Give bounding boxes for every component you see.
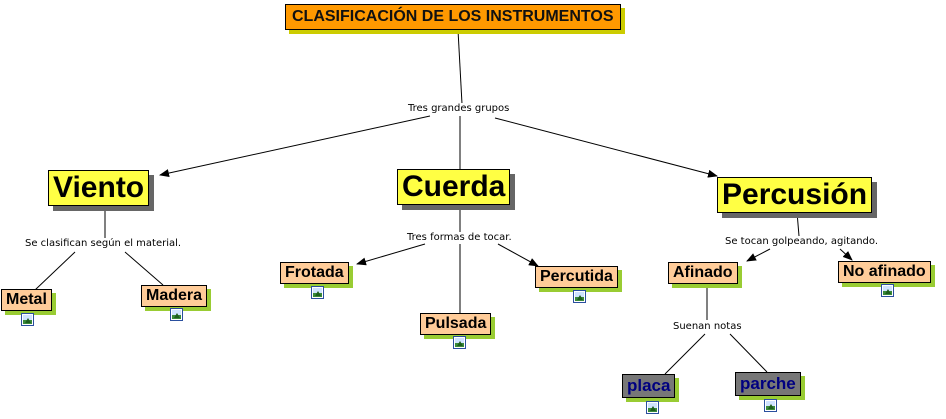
image-icon[interactable]: [453, 336, 466, 349]
image-icon[interactable]: [646, 401, 659, 414]
image-icon[interactable]: [573, 290, 586, 303]
arrow-to-no-afinado: [839, 248, 853, 261]
type-percutida[interactable]: Percutida: [535, 266, 618, 288]
map-title: CLASIFICACIÓN DE LOS INSTRUMENTOS: [285, 4, 621, 30]
type-afinado[interactable]: Afinado: [668, 262, 738, 284]
image-icon[interactable]: [764, 399, 777, 412]
linking-phrase-cuerda: Tres formas de tocar.: [405, 232, 514, 243]
type-parche[interactable]: parche: [735, 372, 801, 396]
arrow-to-afinado: [746, 248, 771, 262]
arrow-to-frotada: [356, 243, 426, 266]
arrow-to-percutida: [497, 243, 539, 267]
image-icon[interactable]: [170, 308, 183, 321]
connector-to-metal: [34, 251, 76, 291]
connector-to-placa: [664, 333, 706, 375]
linking-phrase-viento: Se clasifican según el material.: [23, 238, 184, 249]
connector-title-phrase: [457, 29, 463, 105]
image-icon[interactable]: [881, 284, 894, 297]
type-frotada[interactable]: Frotada: [280, 262, 349, 284]
connector-to-parche: [729, 333, 768, 373]
arrow-to-percusion: [494, 117, 718, 178]
group-percusion[interactable]: Percusión: [717, 177, 873, 213]
type-placa[interactable]: placa: [622, 374, 676, 398]
linking-phrase-percusion: Se tocan golpeando, agitando.: [723, 236, 881, 247]
group-viento[interactable]: Viento: [48, 170, 150, 206]
linking-phrase-main: Tres grandes grupos: [406, 103, 512, 114]
group-cuerda[interactable]: Cuerda: [397, 169, 511, 205]
type-no-afinado[interactable]: No afinado: [838, 261, 931, 283]
linking-phrase-afinado: Suenan notas: [671, 321, 744, 332]
connector-percusion-phrase: [796, 211, 800, 237]
type-madera[interactable]: Madera: [141, 285, 208, 307]
image-icon[interactable]: [21, 313, 34, 326]
type-pulsada[interactable]: Pulsada: [420, 313, 492, 335]
arrow-to-viento: [159, 115, 431, 177]
type-metal[interactable]: Metal: [1, 289, 52, 311]
connector-to-madera: [124, 251, 164, 286]
image-icon[interactable]: [311, 286, 324, 299]
